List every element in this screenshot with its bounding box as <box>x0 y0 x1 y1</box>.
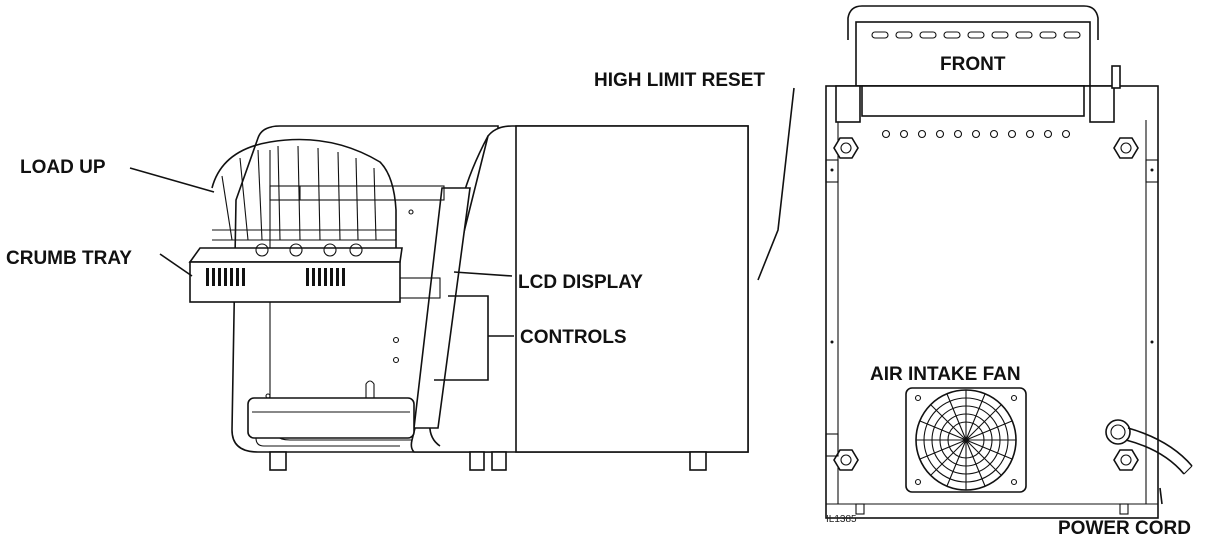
corner-bolts <box>833 137 1139 471</box>
leader-lines <box>129 87 1163 505</box>
load-up-rack <box>211 138 397 258</box>
label-controls: CONTROLS <box>520 327 627 348</box>
rear-view-toaster <box>825 5 1193 519</box>
crumb-tray <box>188 243 403 303</box>
label-lcd-display: LCD DISPLAY <box>518 272 643 293</box>
label-load-up: LOAD UP <box>20 157 106 178</box>
side-view-toaster <box>231 125 749 471</box>
handle-slots <box>871 31 1081 39</box>
label-air-intake-fan: AIR INTAKE FAN <box>870 364 1021 385</box>
figure-id: IL1385 <box>826 514 857 525</box>
label-power-cord: POWER CORD <box>1058 518 1191 539</box>
vent-holes <box>881 129 1071 139</box>
label-crumb-tray: CRUMB TRAY <box>6 248 132 269</box>
power-cord <box>1105 419 1193 475</box>
air-intake-fan-grille <box>905 387 1027 493</box>
label-high-limit-reset: HIGH LIMIT RESET <box>594 70 765 91</box>
label-front: FRONT <box>940 54 1006 75</box>
